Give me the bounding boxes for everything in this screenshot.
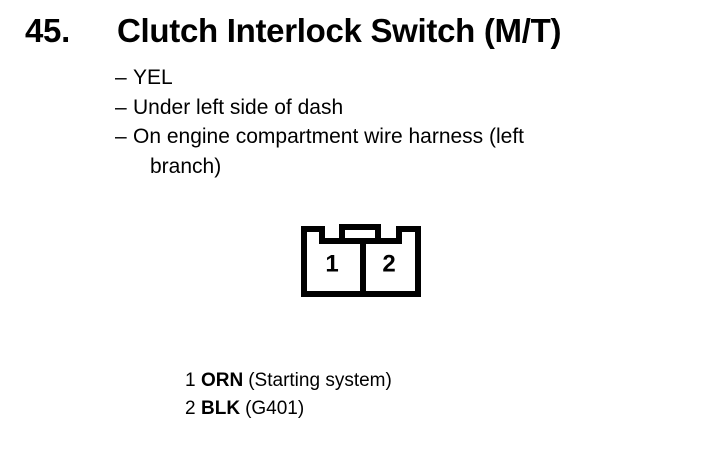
detail-text: On engine compartment wire harness (left [133,125,525,148]
legend-wire-color: BLK [201,398,241,419]
detail-line: –On engine compartment wire harness (lef… [115,122,524,152]
dash-bullet: – [115,125,127,148]
pin-1-label: 1 [325,251,338,278]
legend-wire-color: ORN [201,370,244,391]
connector-diagram: 1 2 [301,224,421,297]
detail-line-continuation: branch) [115,152,524,182]
pin-legend: 1 ORN (Starting system) 2 BLK (G401) [185,367,392,423]
legend-note: (G401) [245,398,305,419]
connector-lock-tab [339,224,381,244]
detail-text: YEL [133,66,173,89]
pin-2-label: 2 [382,251,395,278]
legend-pin-number: 1 [185,370,196,391]
legend-pin-number: 2 [185,398,196,419]
dash-bullet: – [115,66,127,89]
detail-line: –Under left side of dash [115,93,524,123]
section-number: 45. [25,12,70,49]
legend-note: (Starting system) [248,370,392,391]
detail-list: –YEL –Under left side of dash –On engine… [115,63,524,181]
legend-row: 1 ORN (Starting system) [185,367,392,395]
page-title: Clutch Interlock Switch (M/T) [117,12,562,49]
detail-text: branch) [150,154,222,178]
detail-line: –YEL [115,63,524,93]
legend-row: 2 BLK (G401) [185,395,392,423]
dash-bullet: – [115,95,127,119]
detail-text: Under left side of dash [133,95,344,119]
